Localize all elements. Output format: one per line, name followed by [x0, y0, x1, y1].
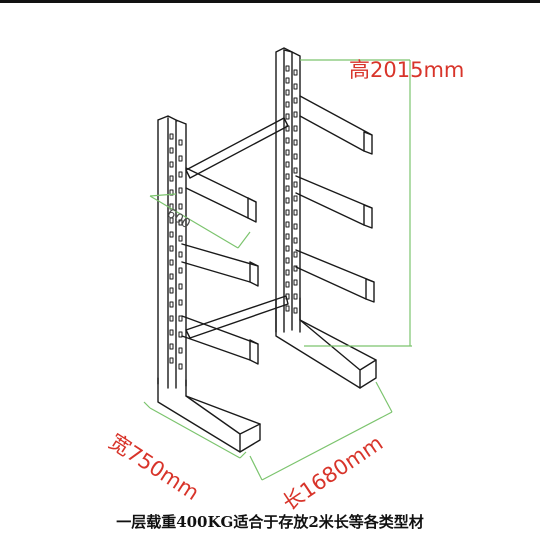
back-column — [275, 47, 301, 333]
back-arm-3 — [295, 249, 375, 303]
front-base — [157, 377, 261, 453]
back-arm-1 — [299, 95, 373, 155]
front-column-holes — [169, 133, 183, 370]
top-brace — [185, 117, 289, 179]
back-arm-2 — [295, 175, 373, 229]
front-arm-1 — [185, 167, 257, 223]
front-arm-2 — [181, 243, 259, 287]
back-base — [275, 297, 377, 389]
caption-text: 一层载重400KG适合于存放2米长等各类型材 — [116, 513, 424, 531]
top-border — [0, 0, 540, 3]
bottom-brace — [185, 295, 289, 339]
front-arm-3 — [181, 315, 259, 365]
dimension-lines — [143, 59, 412, 481]
front-column — [157, 115, 187, 389]
back-column-holes — [285, 65, 298, 314]
height-dimension-label: 高2015mm — [349, 58, 465, 82]
